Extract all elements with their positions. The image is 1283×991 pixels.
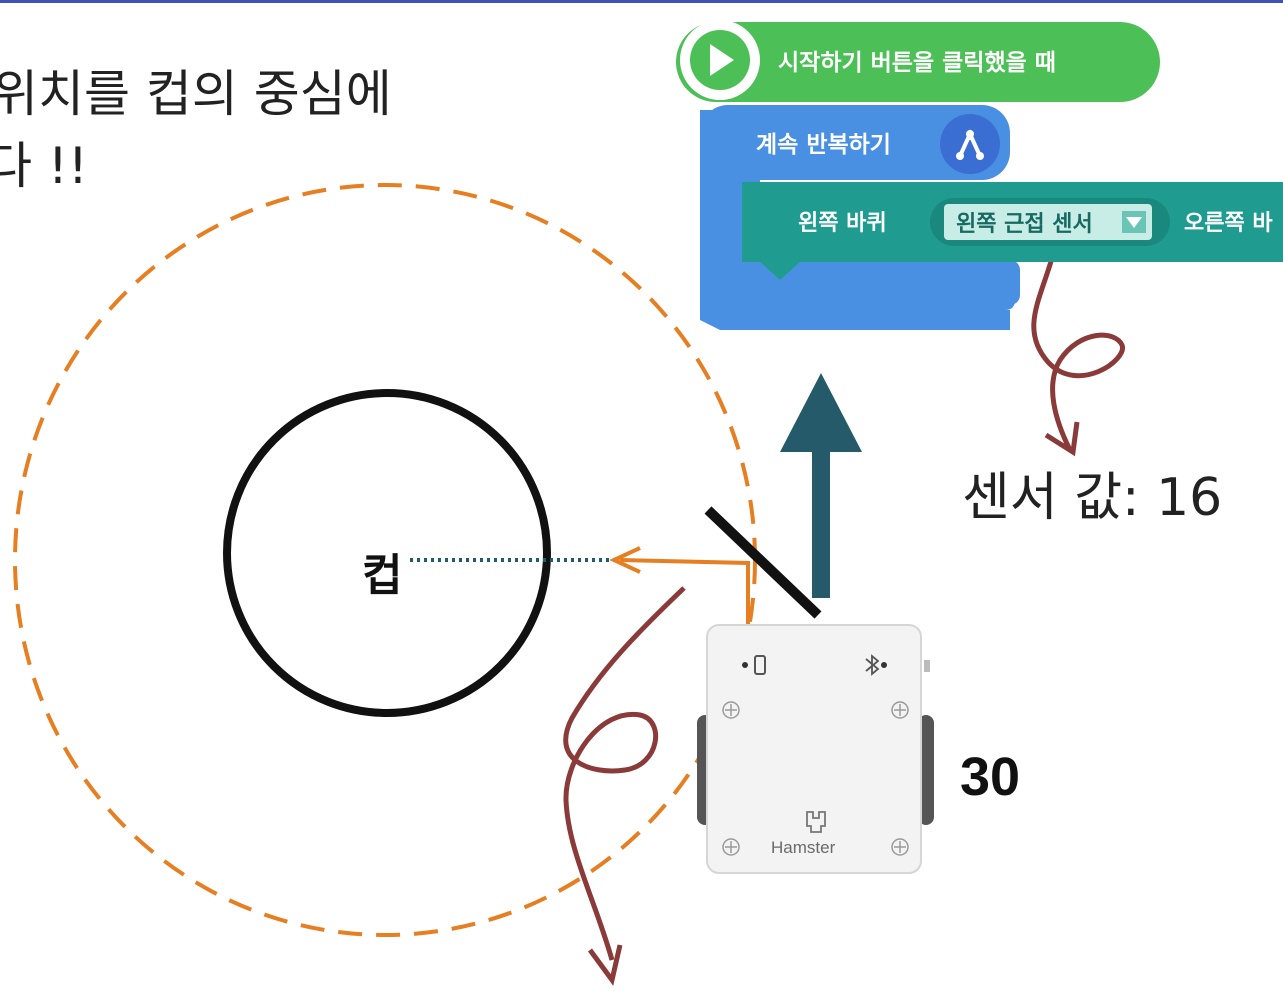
cup-circle (223, 389, 551, 717)
screw-icons (722, 701, 909, 856)
pointer-curve-downward (563, 586, 686, 961)
loop-block-footer (700, 260, 1020, 305)
sensor-beam-arrowhead (609, 546, 641, 574)
hat-label: 시작하기 버튼을 클릭했을 때 (778, 50, 1056, 76)
pointer-arrowhead-down (587, 944, 623, 986)
sensor-value-label: 센서 값: 16 (962, 468, 1222, 528)
loop-icon-circle (940, 114, 1000, 174)
pointer-arrowhead-sensor (1044, 421, 1080, 457)
cup-label: 컵 (362, 550, 402, 601)
heading-line-2: 다 !! (0, 137, 88, 195)
dropdown-value: 왼쪽 근접 센서 (956, 212, 1093, 237)
side-port (924, 660, 930, 672)
sensor-dropdown[interactable] (944, 204, 1152, 240)
loop-label: 계속 반복하기 (756, 132, 891, 158)
proximity-sensor-bar (704, 506, 822, 619)
chevron-down-icon (1126, 217, 1142, 228)
sensor-beam-path (619, 558, 750, 630)
heading-line-1: 위치를 컵의 중심에 (0, 65, 392, 123)
forward-arrow-head (780, 373, 862, 452)
bt-led-dot (881, 662, 887, 668)
distance-value-label: 30 (960, 747, 1020, 807)
loop-block-header[interactable] (700, 105, 1010, 180)
hamster-robot: Hamster (697, 624, 934, 874)
led-dot (742, 662, 748, 668)
code-blocks: 계속 반복하기 왼쪽 바퀴 왼쪽 근접 센서 오른쪽 바 시작하기 버튼을 클릭… (676, 20, 1283, 330)
hat-block[interactable] (676, 22, 1160, 102)
hamster-logo-icon (806, 811, 826, 833)
wheel-left-label: 왼쪽 바퀴 (798, 211, 887, 236)
loop-block-notch (700, 300, 740, 325)
battery-icon (754, 655, 766, 675)
top-border (0, 0, 1283, 3)
robot-body (706, 624, 922, 874)
forward-arrow-shaft (812, 445, 830, 598)
instruction-heading: 위치를 컵의 중심에 다 !! (0, 58, 392, 202)
robot-brand-label: Hamster (771, 838, 836, 857)
wheel-right-label: 오른쪽 바 (1184, 211, 1273, 236)
play-icon (710, 44, 734, 76)
pointer-curve-to-sensor-value (1031, 257, 1125, 452)
bluetooth-icon (865, 654, 880, 676)
